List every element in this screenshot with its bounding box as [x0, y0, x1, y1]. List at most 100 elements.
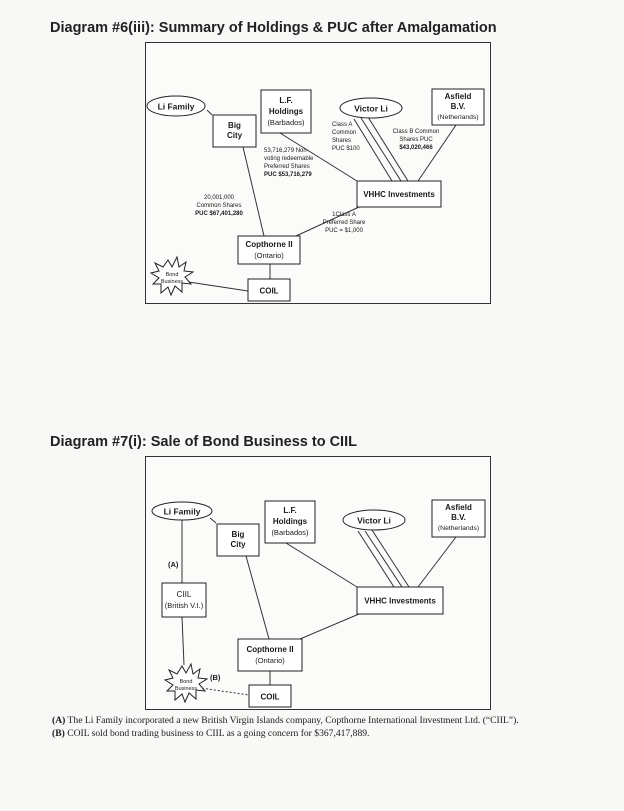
- node-copthorne: [237, 638, 303, 672]
- node-bond-business-burst: [163, 662, 209, 704]
- diagram-6-frame: Li Family Big City L.F. Holdings (Barbad…: [145, 42, 491, 304]
- node-lf-holdings-label-2: Holdings: [273, 517, 308, 526]
- node-victor-li-label: Victor Li: [354, 104, 388, 114]
- node-vhhc: [356, 586, 444, 615]
- node-asfield: [431, 88, 485, 126]
- node-big-city: [212, 114, 257, 148]
- node-asfield-label-2: B.V.: [451, 102, 466, 111]
- label-class-a-common: Class A Common Shares PUC $100: [332, 122, 360, 152]
- label-class-b-common: Class B Common Shares PUC $43,020,466: [393, 129, 440, 151]
- label-preferred-shares-3: Preferred Shares: [264, 164, 310, 170]
- line-lfholdings-vhhc: [279, 132, 358, 182]
- node-bond-business-burst: [149, 255, 195, 297]
- footnote-b-tag: (B): [52, 727, 65, 739]
- node-big-city-label-2: City: [230, 540, 246, 549]
- node-ciil: [161, 582, 207, 618]
- footnote-a: (A) The Li Family incorporated a new Bri…: [52, 715, 612, 728]
- label-class-a-preferred: 1Class A Preferred Share PUC = $1,000: [323, 212, 366, 234]
- node-ciil-label-2: (British V.I.): [165, 601, 204, 610]
- node-asfield-label-3: (Netherlands): [437, 114, 478, 121]
- label-class-a-preferred-3: PUC = $1,000: [325, 228, 364, 234]
- line-victorli-vhhc-a: [357, 530, 395, 588]
- label-class-a-common-4: PUC $100: [332, 146, 360, 152]
- label-preferred-shares-1: 53,716,279 Non-: [264, 148, 309, 154]
- label-preferred-shares-2: voting redeemable: [264, 156, 314, 162]
- label-common-shares-bigcity-1: 20,001,000: [204, 195, 235, 201]
- label-class-a-preferred-2: Preferred Share: [323, 220, 366, 226]
- line-vhhc-copthorne: [299, 613, 360, 640]
- node-victor-li-label: Victor Li: [357, 516, 391, 526]
- diagram-7-frame: Li Family Big City L.F. Holdings (Barbad…: [145, 456, 491, 710]
- node-li-family: [146, 95, 206, 117]
- node-bond-business-label-2: Business: [161, 279, 184, 285]
- footnotes: (A) The Li Family incorporated a new Bri…: [52, 715, 612, 740]
- label-class-b-common-2: Shares PUC: [399, 137, 433, 143]
- line-ciil-bond: [181, 616, 185, 666]
- label-class-a-common-1: Class A: [332, 122, 352, 128]
- node-victor-li: [339, 97, 403, 119]
- line-bigcity-copthorne: [242, 146, 265, 237]
- diagram-6-svg: Li Family Big City L.F. Holdings (Barbad…: [146, 88, 485, 302]
- node-bond-business-label-1: Bond: [166, 272, 179, 278]
- node-vhhc-label: VHHC Investments: [364, 597, 436, 606]
- label-common-shares-bigcity-2: Common Shares: [196, 203, 241, 209]
- line-vhhc-copthorne: [295, 206, 360, 237]
- label-preferred-shares: 53,716,279 Non- voting redeemable Prefer…: [264, 148, 314, 178]
- node-coil-label: COIL: [260, 693, 279, 702]
- line-lfholdings-vhhc: [285, 542, 358, 588]
- node-big-city: [216, 523, 260, 557]
- node-vhhc: [356, 180, 442, 208]
- node-lf-holdings: [264, 500, 316, 544]
- node-big-city-label-1: Big: [232, 530, 245, 539]
- footnote-a-text: The Li Family incorporated a new British…: [65, 715, 519, 726]
- diagram-6-title: Diagram #6(iii): Summary of Holdings & P…: [50, 20, 497, 36]
- node-asfield-label-1: Asfield: [445, 92, 472, 101]
- label-class-b-common-3: $43,020,466: [399, 145, 433, 151]
- node-bond-business-label-1: Bond: [180, 679, 193, 685]
- node-asfield-label-2: B.V.: [451, 513, 466, 522]
- node-copthorne-label-1: Copthorne II: [245, 240, 292, 249]
- line-victorli-vhhc-c: [371, 529, 410, 588]
- node-copthorne-label-2: (Ontario): [255, 656, 285, 665]
- node-lf-holdings-label-3: (Barbados): [267, 118, 305, 127]
- diagram-7-title: Diagram #7(i): Sale of Bond Business to …: [50, 434, 357, 450]
- node-vhhc-label: VHHC Investments: [363, 190, 435, 199]
- node-asfield-label-1: Asfield: [445, 503, 472, 512]
- footnote-a-tag: (A): [52, 715, 66, 726]
- node-lf-holdings-label-1: L.F.: [279, 96, 292, 105]
- diagram-7-svg: Li Family Big City L.F. Holdings (Barbad…: [151, 499, 486, 708]
- line-bigcity-copthorne: [245, 555, 270, 640]
- line-bond-coil: [181, 280, 249, 292]
- label-common-shares-bigcity-3: PUC $67,401,280: [195, 211, 243, 217]
- line-asfield-vhhc: [417, 536, 457, 588]
- line-li-bigcity: [206, 109, 213, 116]
- node-lf-holdings-label-1: L.F.: [283, 506, 296, 515]
- line-victorli-vhhc-c: [367, 116, 409, 182]
- node-li-family: [151, 501, 213, 521]
- node-copthorne-label-1: Copthorne II: [246, 645, 293, 654]
- line-victorli-vhhc-a: [353, 118, 393, 182]
- label-class-a-common-3: Shares: [332, 138, 351, 144]
- node-coil: [248, 684, 292, 708]
- node-copthorne-label-2: (Ontario): [254, 251, 284, 260]
- line-victorli-vhhc-b: [360, 117, 402, 182]
- node-lf-holdings-label-3: (Barbados): [271, 528, 309, 537]
- label-preferred-shares-4: PUC $53,716,279: [264, 172, 312, 178]
- node-coil-label: COIL: [259, 287, 278, 296]
- node-lf-holdings-label-2: Holdings: [269, 107, 304, 116]
- node-li-family-label: Li Family: [158, 102, 195, 112]
- label-step-a: (A): [168, 560, 179, 569]
- label-step-b: (B): [210, 673, 221, 682]
- label-class-a-preferred-1: 1Class A: [332, 212, 356, 218]
- node-li-family-label: Li Family: [164, 507, 201, 517]
- line-li-bigcity: [209, 517, 217, 524]
- footnote-b-text: COIL sold bond trading business to CIIL …: [64, 727, 370, 739]
- node-ciil-label-1: CIIL: [177, 590, 192, 599]
- node-victor-li: [342, 509, 406, 531]
- label-class-a-common-2: Common: [332, 130, 356, 136]
- label-class-b-common-1: Class B Common: [393, 129, 440, 135]
- node-big-city-label-1: Big: [228, 121, 241, 130]
- line-victorli-vhhc-b: [364, 530, 403, 588]
- footnote-b: (B) COIL sold bond trading business to C…: [52, 728, 612, 741]
- label-common-shares-bigcity: 20,001,000 Common Shares PUC $67,401,280: [195, 195, 243, 217]
